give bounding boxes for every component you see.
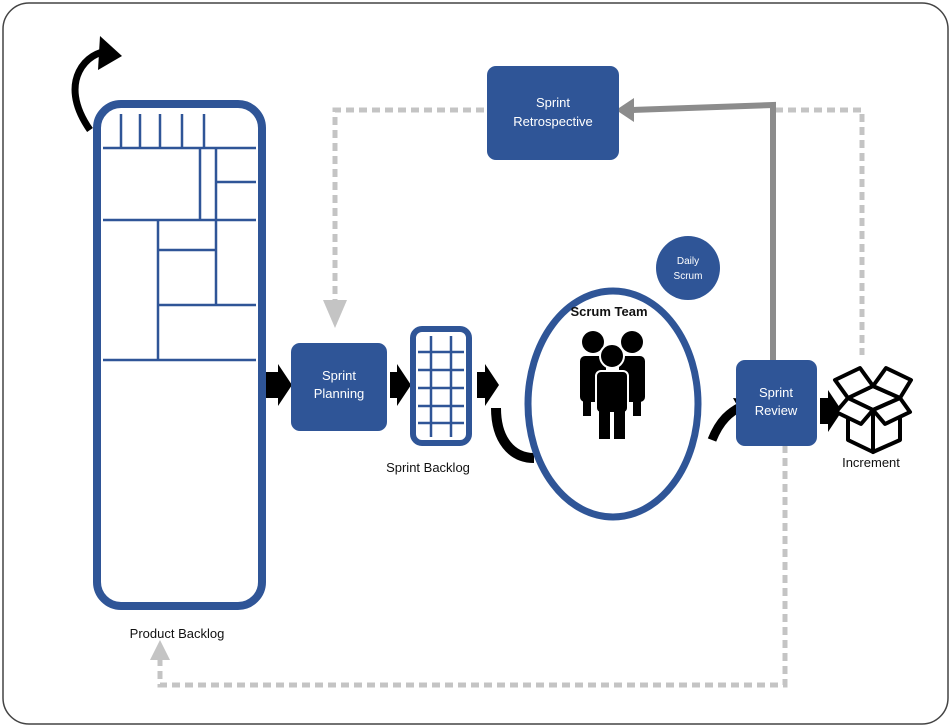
increment-to-retro-dashed-line [775,107,865,355]
sprint-planning-label-line2: Planning [314,386,365,401]
sprint-retrospective-label-line2: Retrospective [513,114,592,129]
sprint-review-label-line1: Sprint [759,385,793,400]
sprint-planning-label-line1: Sprint [322,368,356,383]
increment-box-icon [833,366,913,454]
retro-arrowhead [616,98,634,122]
planning-to-sprint-backlog-arrow [390,364,411,406]
daily-scrum-circle [656,236,720,300]
scrum-team-label: Scrum Team [570,304,647,319]
backlog-input-arrowhead [150,640,170,660]
review-to-increment-arrow [820,390,842,432]
daily-scrum-label-line1: Daily [677,256,699,267]
review-to-retro-line [631,101,776,360]
team-entry-curve [491,407,535,463]
planning-input-arrowhead [323,300,347,328]
retro-to-planning-dashed-line [332,107,490,320]
daily-scrum-label-line2: Scrum [674,271,703,282]
sprint-backlog-label: Sprint Backlog [386,460,470,475]
sprint-backlog-to-team-arrow [477,364,499,406]
product-backlog-label: Product Backlog [130,626,225,641]
sprint-review-label-line2: Review [755,403,798,418]
backlog-to-planning-arrow [266,364,292,406]
review-to-backlog-dashed-line [157,445,788,688]
sprint-retrospective-label-line1: Sprint [536,95,570,110]
sprint-review-box [736,360,817,446]
team-people-icon [580,331,645,439]
sprint-backlog-grid [410,326,472,446]
sprint-retrospective-box [487,66,619,160]
increment-label: Increment [842,455,900,470]
product-backlog [93,100,266,610]
sprint-planning-box [291,343,387,431]
refinement-arrowhead [98,36,122,70]
